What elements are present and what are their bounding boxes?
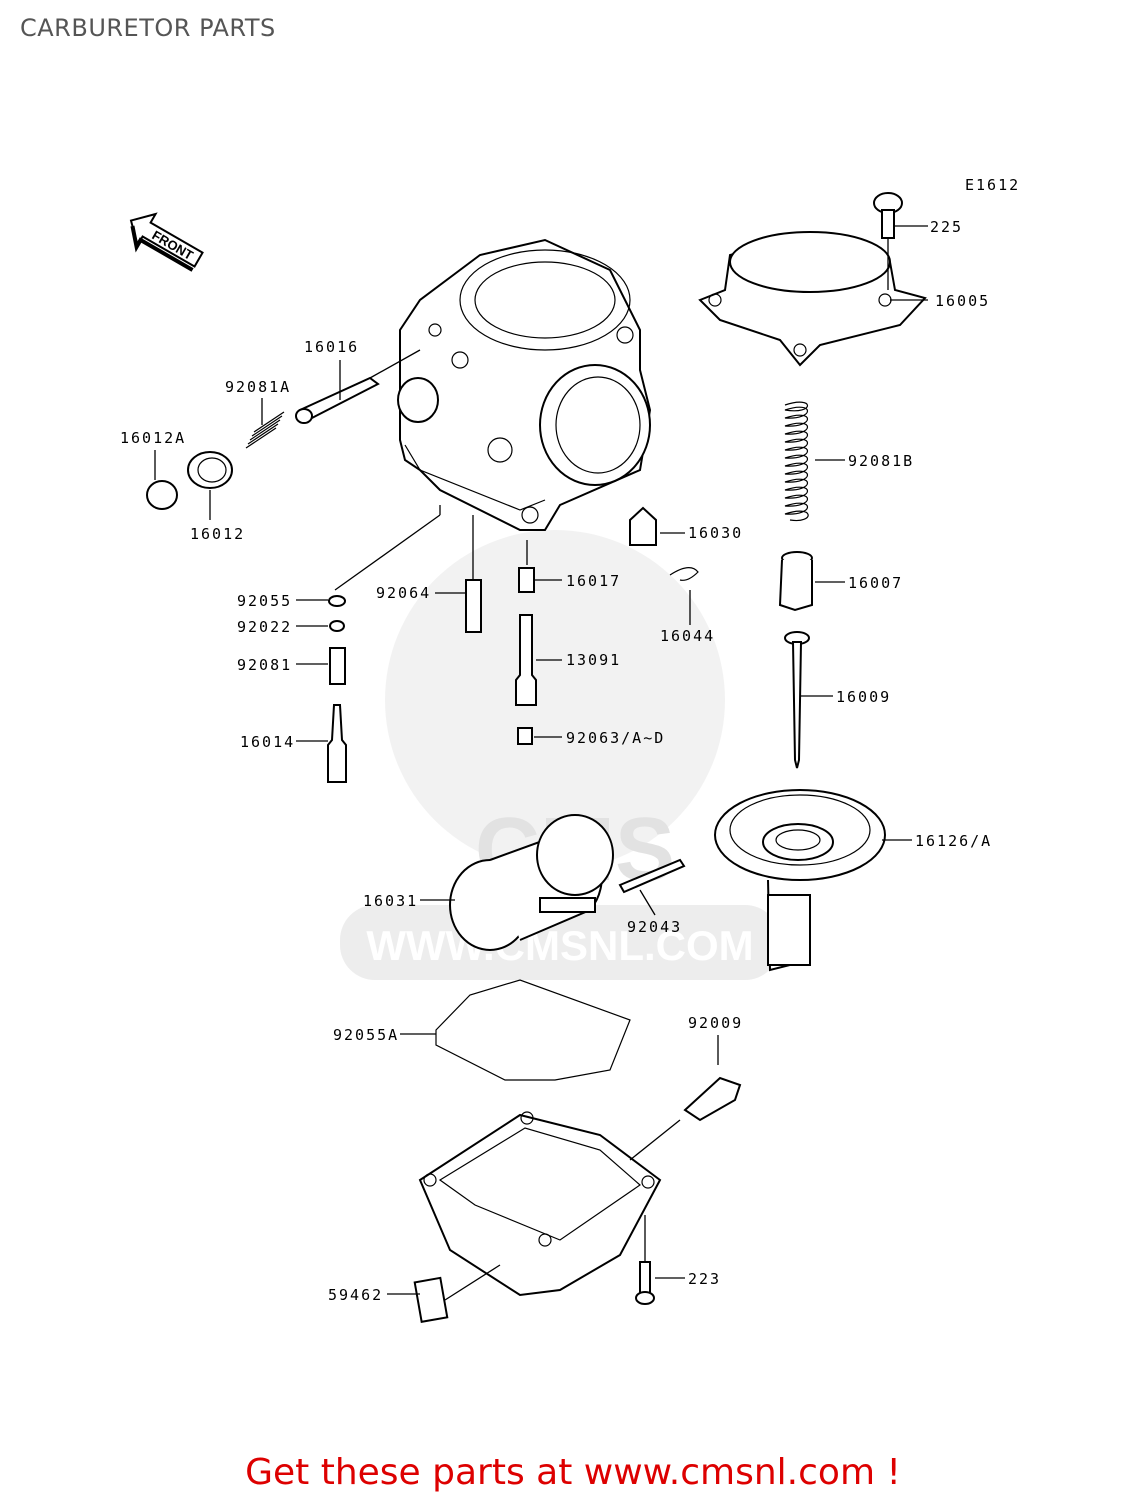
label-16030: 16030 (688, 524, 743, 542)
float-bowl (413, 1111, 662, 1323)
drain-screw-92009 (629, 1035, 742, 1161)
needle-holder-16007 (778, 551, 813, 612)
label-16012: 16012 (190, 525, 245, 543)
label-92081B: 92081B (848, 452, 914, 470)
label-92055: 92055 (237, 592, 292, 610)
label-16009: 16009 (836, 688, 891, 706)
chamber-cover (698, 231, 927, 367)
footer-link-banner[interactable]: Get these parts at www.cmsnl.com ! (0, 1452, 1146, 1493)
label-16017: 16017 (566, 572, 621, 590)
jet-needle-16009 (784, 631, 810, 769)
screw-225 (873, 192, 903, 290)
label-92063: 92063/A~D (566, 729, 665, 747)
label-223: 223 (688, 1270, 721, 1288)
label-59462: 59462 (328, 1286, 383, 1304)
pilot-screw-assembly (146, 349, 421, 510)
screw-223 (635, 1215, 655, 1305)
ref-code: E1612 (965, 176, 1020, 194)
label-16044: 16044 (660, 627, 715, 645)
carburetor-body (397, 238, 652, 531)
leader-lines (154, 225, 928, 1301)
label-92043: 92043 (627, 918, 682, 936)
throttle-valve-16031 (449, 814, 686, 951)
footer-link[interactable]: Get these parts at www.cmsnl.com ! (245, 1452, 901, 1493)
watermark-url: WWW.CMSNL.COM (366, 922, 753, 969)
label-92081A: 92081A (225, 378, 291, 396)
label-16014: 16014 (240, 733, 295, 751)
label-16007: 16007 (848, 574, 903, 592)
label-16012A: 16012A (120, 429, 186, 447)
label-16005: 16005 (935, 292, 990, 310)
parts-diagram: CMS WWW.CMSNL.COM E1612 FRONT (120, 176, 1020, 1323)
label-92064: 92064 (376, 584, 431, 602)
front-arrow-icon: FRONT (129, 212, 204, 272)
small-parts (327, 506, 699, 783)
spring-92081B (784, 401, 809, 522)
label-92055A: 92055A (333, 1026, 399, 1044)
cms-watermark: CMS WWW.CMSNL.COM (340, 530, 780, 980)
diaphragm-16126 (714, 789, 886, 972)
label-92081: 92081 (237, 656, 292, 674)
label-16031: 16031 (363, 892, 418, 910)
gasket-92055A (435, 979, 631, 1081)
label-16016: 16016 (304, 338, 359, 356)
label-92022: 92022 (237, 618, 292, 636)
label-16126: 16126/A (915, 832, 992, 850)
part-labels: 225 16005 16016 92081A 16012A 16012 9208… (120, 218, 992, 1304)
label-225: 225 (930, 218, 963, 236)
page-title: CARBURETOR PARTS (20, 14, 276, 42)
label-92009: 92009 (688, 1014, 743, 1032)
label-13091: 13091 (566, 651, 621, 669)
